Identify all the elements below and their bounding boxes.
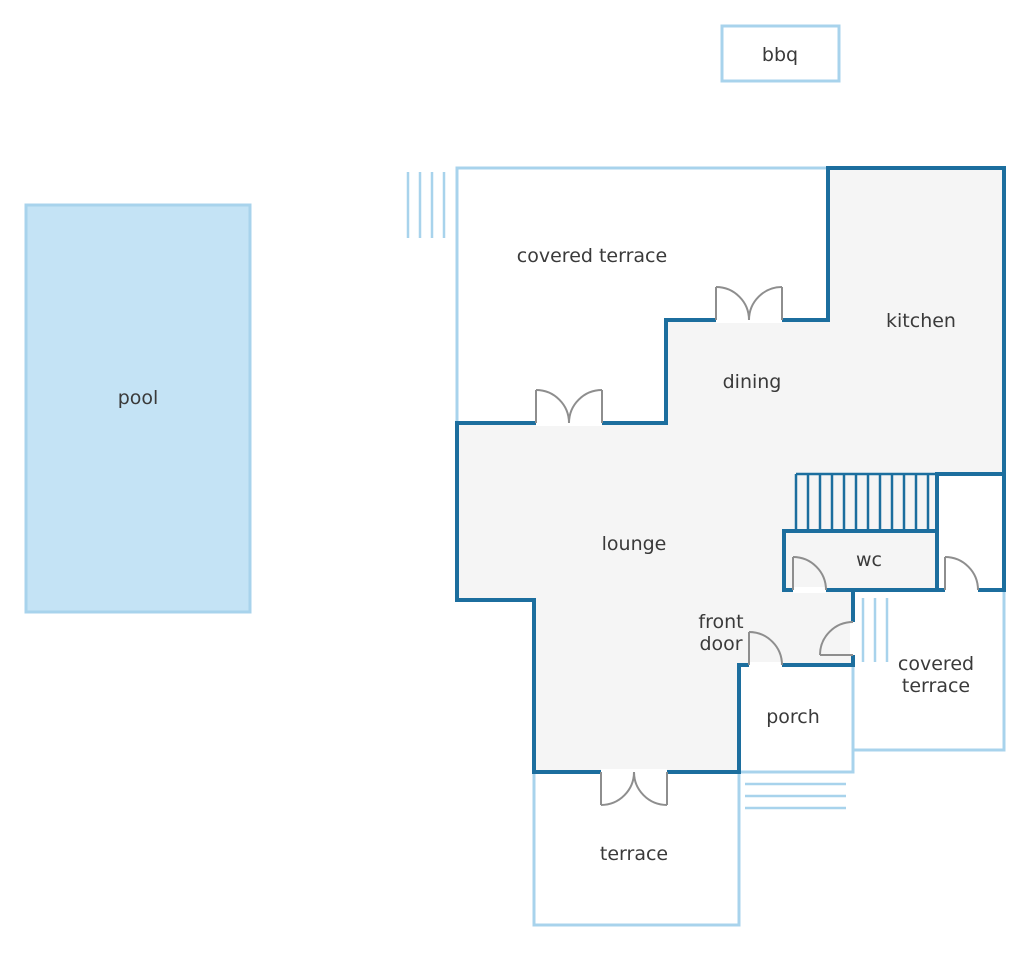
front-door-label-2: door: [699, 633, 742, 655]
porch-label: porch: [766, 706, 820, 728]
double-door-dining: [715, 286, 783, 323]
kitchen-label: kitchen: [886, 310, 956, 332]
terrace-label: terrace: [600, 843, 668, 865]
porch-outline: [739, 665, 855, 774]
front-door-label-1: front: [698, 611, 743, 633]
wc-door: [792, 556, 827, 593]
lounge-label: lounge: [602, 533, 667, 555]
front-door: [748, 631, 783, 668]
dining-label: dining: [723, 371, 782, 393]
interior-floor: [457, 168, 1004, 772]
covered-terrace-right-outline: [853, 590, 1006, 752]
side-steps-left: [406, 172, 446, 238]
double-door-terrace: [600, 769, 668, 806]
bbq-area: [720, 24, 841, 83]
covered-terrace-top-outline: [455, 166, 828, 423]
porch-steps: [745, 782, 846, 810]
pool-area: [24, 203, 252, 614]
covered-terrace-door: [819, 621, 856, 656]
porch-area: [739, 665, 853, 772]
covered-terrace-right-label-1: covered: [898, 653, 974, 675]
staircase: [794, 472, 937, 531]
covered-terrace-top-label: covered terrace: [517, 245, 667, 267]
side-steps-right: [861, 598, 889, 662]
kitchen-wall: [935, 472, 1004, 590]
kitchen-side-door: [944, 556, 979, 593]
wc-label: wc: [856, 549, 882, 571]
double-door-lounge-top: [535, 389, 603, 426]
covered-terrace-right-label-2: terrace: [902, 675, 970, 697]
pool-label: pool: [118, 387, 159, 409]
terrace-outline: [532, 772, 741, 927]
bbq-label: bbq: [762, 44, 798, 66]
